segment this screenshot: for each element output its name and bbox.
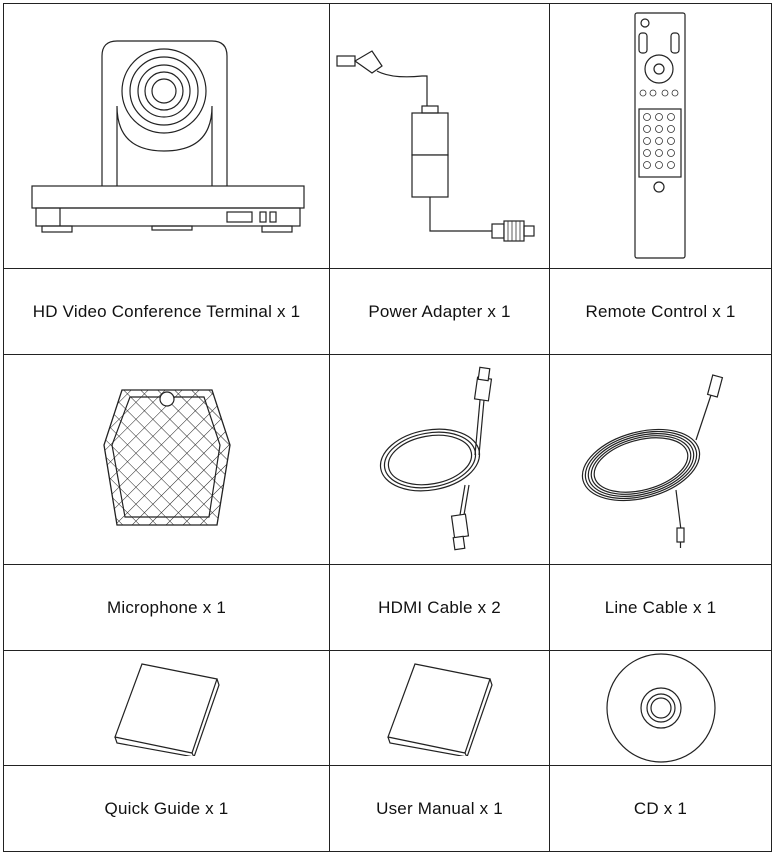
label-row: Microphone x 1 HDMI Cable x 2 Line Cable… xyxy=(3,564,772,651)
item-label: Microphone x 1 xyxy=(3,564,330,651)
image-cell xyxy=(329,354,550,565)
package-contents-table: HD Video Conference Terminal x 1 Power A… xyxy=(3,3,772,852)
item-label: CD x 1 xyxy=(549,765,772,852)
image-row xyxy=(3,3,772,269)
line-cable-icon xyxy=(581,373,723,548)
quick-guide-icon xyxy=(113,662,220,756)
image-cell xyxy=(3,354,330,565)
image-cell xyxy=(329,3,550,269)
label-row: HD Video Conference Terminal x 1 Power A… xyxy=(3,268,772,355)
remote-control-icon xyxy=(633,12,686,259)
image-cell xyxy=(3,3,330,269)
item-label: HD Video Conference Terminal x 1 xyxy=(3,268,330,355)
image-row xyxy=(3,354,772,565)
item-label: HDMI Cable x 2 xyxy=(329,564,550,651)
power-adapter-icon xyxy=(336,50,535,242)
image-cell xyxy=(549,3,772,269)
item-label: Quick Guide x 1 xyxy=(3,765,330,852)
item-label: User Manual x 1 xyxy=(329,765,550,852)
image-cell xyxy=(3,650,330,766)
user-manual-icon xyxy=(386,662,493,756)
label-row: Quick Guide x 1 User Manual x 1 CD x 1 xyxy=(3,765,772,852)
hdmi-cable-icon xyxy=(379,366,492,550)
item-label: Line Cable x 1 xyxy=(549,564,772,651)
item-label: Power Adapter x 1 xyxy=(329,268,550,355)
item-label: Remote Control x 1 xyxy=(549,268,772,355)
image-cell xyxy=(549,650,772,766)
image-cell xyxy=(329,650,550,766)
image-row xyxy=(3,650,772,766)
image-cell xyxy=(549,354,772,565)
cd-icon xyxy=(605,653,716,763)
microphone-icon xyxy=(102,388,231,526)
camera-terminal-icon xyxy=(30,40,305,233)
